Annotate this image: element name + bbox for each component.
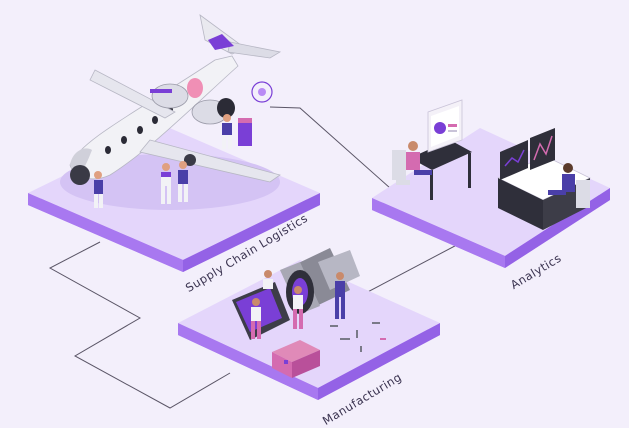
tools-icon xyxy=(330,322,386,352)
tool-cart-icon xyxy=(238,118,252,146)
connector-lines xyxy=(48,106,471,409)
worker-icon xyxy=(94,114,232,208)
engine-icon xyxy=(150,78,235,125)
toolbox-icon xyxy=(272,340,320,378)
connector-manufacturing-analytics xyxy=(359,237,471,297)
workstation-icon xyxy=(392,99,472,200)
monitor-icon xyxy=(500,128,555,180)
worker-icon xyxy=(251,270,345,339)
connector-supply-manufacturing xyxy=(48,241,231,409)
airplane-icon xyxy=(60,14,282,210)
workstation-icon xyxy=(497,128,591,230)
connector-gear-analytics xyxy=(269,106,391,189)
gear-network-icon xyxy=(251,81,273,103)
monitor-icon xyxy=(427,99,463,153)
